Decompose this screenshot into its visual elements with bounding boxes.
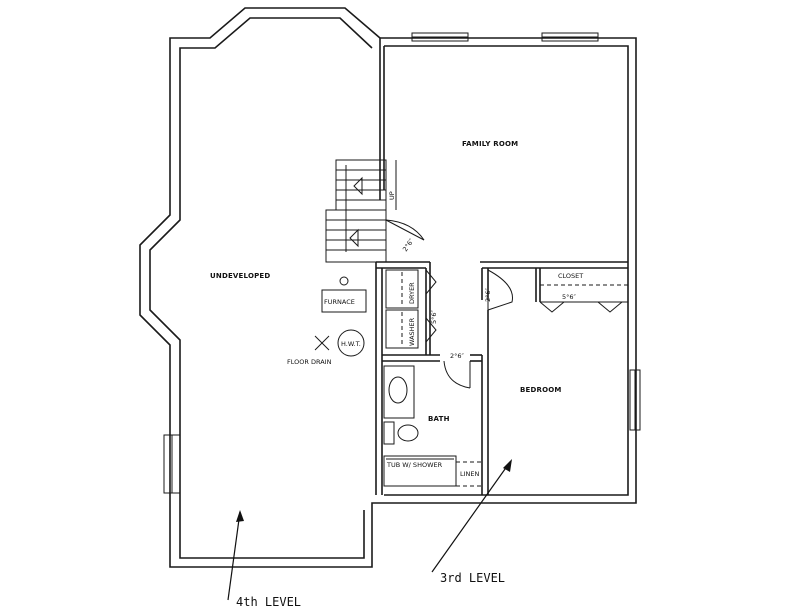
room-label-closet: CLOSET: [558, 272, 583, 280]
window-left: [163, 434, 181, 494]
dryer: [385, 269, 419, 309]
room-label-bath: BATH: [428, 415, 450, 423]
bath-door: [443, 360, 471, 389]
bedroom-door: [487, 269, 513, 311]
level-label-upper: 3rd LEVEL: [440, 571, 505, 585]
laundry-bifold: [425, 269, 437, 343]
level-arrow-upper: [431, 459, 512, 573]
window-top-right: [541, 32, 599, 42]
closet-bifold-dimension: 5°6″: [562, 293, 577, 301]
hwt-label: H.W.T.: [341, 340, 361, 348]
level-arrow-lower: [227, 510, 244, 601]
stairs: [325, 159, 397, 263]
undeveloped-walls: [139, 7, 381, 568]
laundry-bifold-dimension: 5°6″: [430, 309, 438, 324]
furnace-label: FURNACE: [324, 298, 355, 306]
room-label-bedroom: BEDROOM: [520, 386, 562, 394]
room-label-family-room: FAMILY ROOM: [462, 140, 518, 148]
furnace: [321, 276, 367, 313]
linen-label: LINEN: [460, 470, 480, 478]
bath-fixtures: [383, 365, 482, 487]
floor-drain-label: FLOOR DRAIN: [287, 358, 332, 366]
interior-walls: [375, 261, 628, 495]
hot-water-tank: [337, 329, 365, 357]
stair-door-dimension: 2°6″: [401, 237, 416, 253]
room-label-undeveloped: UNDEVELOPED: [210, 272, 270, 280]
stair-door: [385, 219, 425, 241]
tub-shower-label: TUB W/ SHOWER: [386, 461, 443, 469]
finished-area-walls: [371, 37, 637, 505]
level-label-lower: 4th LEVEL: [236, 595, 301, 609]
window-top-left: [411, 32, 469, 42]
stair-up-label: UP: [388, 191, 396, 200]
bedroom-door-dimension: 2°6″: [484, 287, 492, 302]
washer: [385, 309, 419, 349]
washer-label: WASHER: [408, 317, 416, 346]
bath-door-dimension: 2°6″: [450, 352, 465, 360]
floor-drain-icon: [314, 335, 330, 351]
dryer-label: DRYER: [408, 282, 416, 304]
closet-bifold: [539, 284, 628, 313]
window-right: [629, 369, 641, 431]
